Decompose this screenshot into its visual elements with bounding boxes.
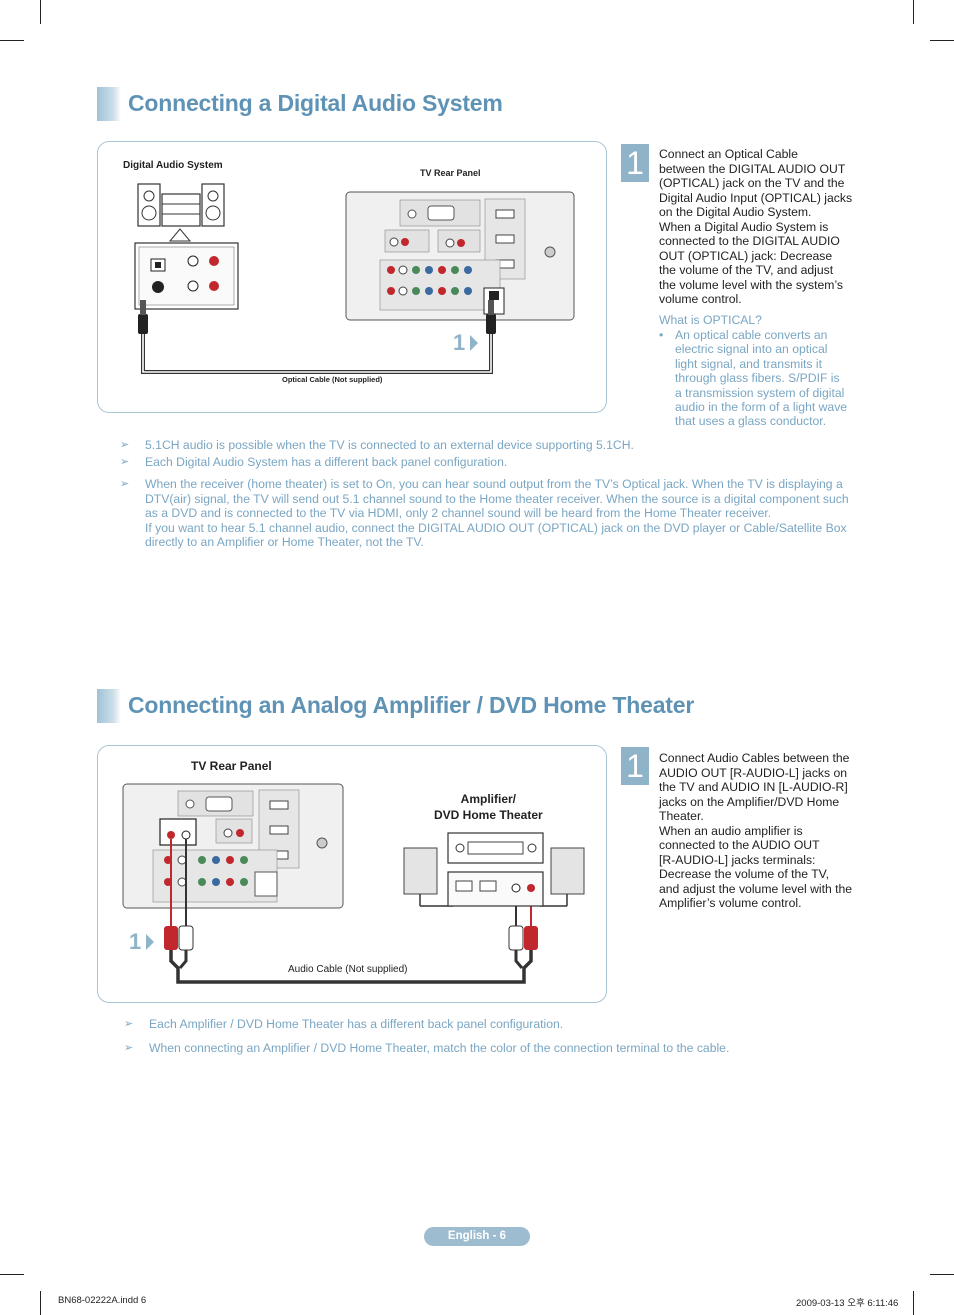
optical-info-title: What is OPTICAL? bbox=[659, 313, 762, 327]
note-item: ➢ When connecting an Amplifier / DVD Hom… bbox=[124, 1041, 729, 1056]
amplifier-label: Amplifier/ DVD Home Theater bbox=[434, 792, 543, 822]
optical-line: through glass fibers. S/PDIF is bbox=[675, 371, 840, 386]
note-item: ➢ 5.1CH audio is possible when the TV is… bbox=[120, 438, 634, 453]
note-line: Each Digital Audio System has a differen… bbox=[145, 455, 508, 469]
step-line: AUDIO OUT [R-AUDIO-L] jacks on bbox=[659, 765, 848, 780]
step-number-badge: 1 bbox=[621, 747, 649, 785]
note-line: Each Amplifier / DVD Home Theater has a … bbox=[149, 1017, 564, 1031]
note-line: directly to an Amplifier or Home Theater… bbox=[145, 535, 424, 549]
step-line: Connect Audio Cables between the bbox=[659, 751, 850, 765]
note-line: If you want to hear 5.1 channel audio, c… bbox=[145, 520, 847, 535]
step-line: Decrease the volume of the TV, bbox=[659, 867, 830, 881]
note-arrow-icon: ➢ bbox=[124, 1042, 134, 1054]
step-line: OUT (OPTICAL) jack: Decrease bbox=[659, 248, 833, 263]
tv-rear-panel-label: TV Rear Panel bbox=[420, 168, 481, 178]
digital-audio-diagram-art bbox=[134, 183, 575, 374]
optical-line: that uses a glass conductor. bbox=[675, 414, 827, 429]
print-timestamp: 2009-03-13 오후 6:11:46 bbox=[796, 1298, 899, 1309]
step-line: the TV and AUDIO IN [L-AUDIO-R] bbox=[659, 780, 848, 794]
optical-line: a transmission system of digital bbox=[675, 385, 845, 400]
note-line: as a DVD and is connected to the TV via … bbox=[145, 506, 772, 520]
optical-line: light signal, and transmits it bbox=[675, 356, 822, 371]
crop-mark bbox=[0, 40, 24, 41]
note-arrow-icon: ➢ bbox=[120, 478, 130, 490]
optical-info-text: An optical cable converts an electric si… bbox=[675, 328, 847, 429]
note-arrow-icon: ➢ bbox=[124, 1018, 134, 1030]
crop-mark bbox=[0, 1274, 24, 1275]
diagram-step-marker: 1 bbox=[129, 929, 142, 954]
digital-audio-system-label: Digital Audio System bbox=[123, 160, 223, 171]
note-item: ➢ When the receiver (home theater) is se… bbox=[120, 477, 849, 550]
note-arrow-icon: ➢ bbox=[120, 456, 130, 468]
step-line: When a Digital Audio System is bbox=[659, 219, 829, 234]
step-line: on the Digital Audio System. bbox=[659, 205, 812, 219]
note-line: 5.1CH audio is possible when the TV is c… bbox=[145, 438, 634, 452]
optical-cable-label: Optical Cable (Not supplied) bbox=[282, 375, 383, 384]
crop-mark bbox=[40, 0, 41, 24]
audio-cable-label: Audio Cable (Not supplied) bbox=[288, 964, 408, 975]
step-line: volume control. bbox=[659, 292, 742, 306]
page-number-badge: English - 6 bbox=[424, 1227, 530, 1246]
note-line: When the receiver (home theater) is set … bbox=[145, 477, 843, 491]
step-line: jacks on the Amplifier/DVD Home bbox=[659, 794, 840, 809]
analog-amplifier-diagram-art bbox=[122, 783, 585, 984]
step-line: connected to the AUDIO OUT bbox=[659, 838, 820, 852]
note-item: ➢ Each Amplifier / DVD Home Theater has … bbox=[124, 1017, 563, 1032]
step-line: between the DIGITAL AUDIO OUT bbox=[659, 161, 846, 176]
heading-accent-bar bbox=[97, 87, 121, 121]
step-instructions: Connect an Optical Cable between the DIG… bbox=[659, 147, 852, 307]
step-line: [R-AUDIO-L] jacks terminals: bbox=[659, 852, 816, 867]
note-arrow-icon: ➢ bbox=[120, 439, 130, 451]
optical-line: An optical cable converts an bbox=[675, 328, 828, 342]
optical-info-bullet: • bbox=[659, 328, 664, 342]
tv-rear-panel-label: TV Rear Panel bbox=[191, 759, 272, 773]
heading-accent-bar bbox=[97, 689, 121, 723]
crop-mark bbox=[40, 1291, 41, 1315]
amplifier-label-line: DVD Home Theater bbox=[434, 808, 543, 822]
step-line: Digital Audio Input (OPTICAL) jacks bbox=[659, 190, 853, 205]
amplifier-label-line: Amplifier/ bbox=[460, 792, 517, 806]
step-number-badge: 1 bbox=[621, 144, 649, 182]
step-line: the volume of the TV, and adjust bbox=[659, 263, 834, 277]
note-line: DTV(air) signal, the TV will send out 5.… bbox=[145, 491, 849, 506]
section-title-digital-audio: Connecting a Digital Audio System bbox=[128, 90, 503, 116]
step-line: Amplifier’s volume control. bbox=[659, 896, 802, 910]
optical-line: electric signal into an optical bbox=[675, 342, 828, 357]
diagram-step-marker: 1 bbox=[453, 330, 466, 355]
digital-audio-diagram: Digital Audio System TV Rear Panel Optic… bbox=[97, 141, 607, 413]
step-line: Theater. bbox=[659, 809, 704, 823]
crop-mark bbox=[930, 40, 954, 41]
audio-system-icon bbox=[137, 183, 225, 227]
step-instructions: Connect Audio Cables between the AUDIO O… bbox=[659, 751, 852, 911]
file-slug: BN68-02222A.indd 6 bbox=[58, 1295, 147, 1306]
analog-amplifier-diagram: TV Rear Panel Amplifier/ DVD Home Theate… bbox=[97, 745, 607, 1003]
section-title-analog-amplifier: Connecting an Analog Amplifier / DVD Hom… bbox=[128, 692, 695, 718]
step-line: Connect an Optical Cable bbox=[659, 147, 798, 161]
crop-mark bbox=[913, 1291, 914, 1315]
crop-mark bbox=[913, 0, 914, 24]
crop-mark bbox=[930, 1274, 954, 1275]
step-line: When an audio amplifier is bbox=[659, 823, 803, 838]
step-line: connected to the DIGITAL AUDIO bbox=[659, 234, 840, 248]
step-line: (OPTICAL) jack on the TV and the bbox=[659, 176, 845, 190]
optical-line: audio in the form of a light wave bbox=[675, 400, 848, 415]
step-line: the volume level with the system’s bbox=[659, 277, 844, 292]
step-line: and adjust the volume level with the bbox=[659, 881, 853, 896]
note-line: When connecting an Amplifier / DVD Home … bbox=[149, 1041, 730, 1055]
note-item: ➢ Each Digital Audio System has a differ… bbox=[120, 455, 507, 470]
